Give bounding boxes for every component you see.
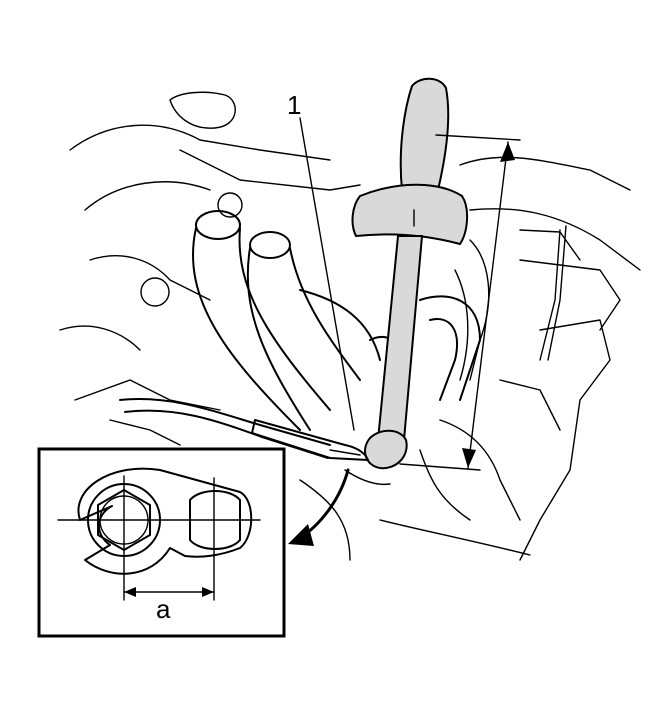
dimension-label-a: a [156,594,171,624]
inset-detail-box [37,447,286,638]
callout-1-leader [299,117,355,431]
exhaust-manifold-pipes [192,210,481,431]
dimension-arrow-icon [399,134,521,471]
engine-background [59,91,641,561]
callout-number-1: 1 [287,90,302,120]
socket-wrench-tool [251,77,468,486]
rotation-arrow-icon [288,468,350,546]
